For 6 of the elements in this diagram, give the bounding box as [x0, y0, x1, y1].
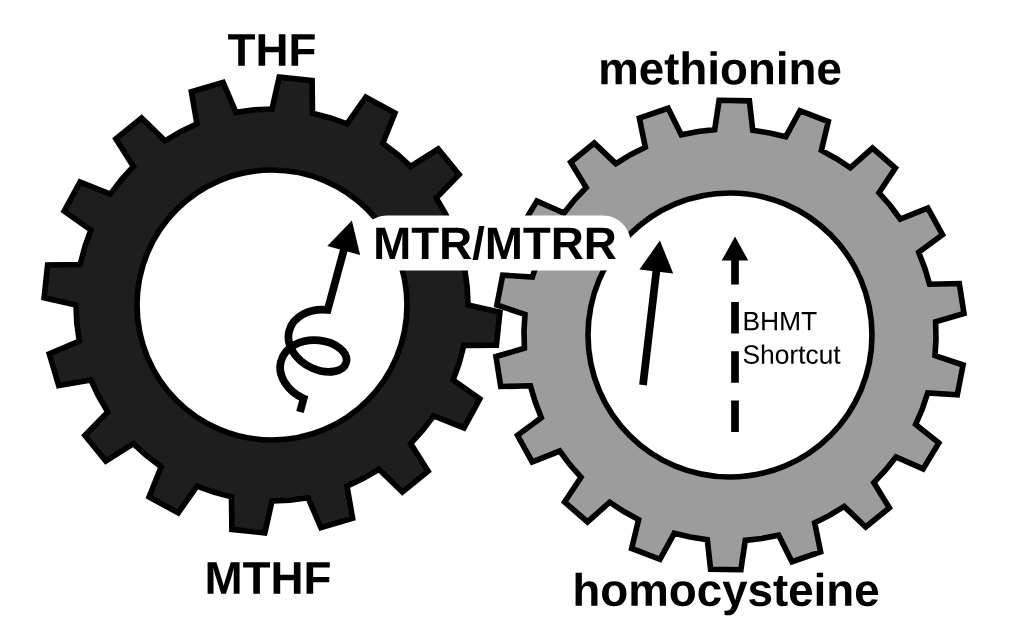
enzyme-label: MTR/MTRR	[359, 215, 631, 271]
gear-label: THF	[228, 34, 315, 66]
note-label: BHMT Shortcut	[739, 308, 851, 368]
gear-label: methionine	[601, 51, 841, 85]
gear-label: homocysteine	[575, 572, 879, 616]
gear-label: MTHF	[207, 562, 330, 594]
